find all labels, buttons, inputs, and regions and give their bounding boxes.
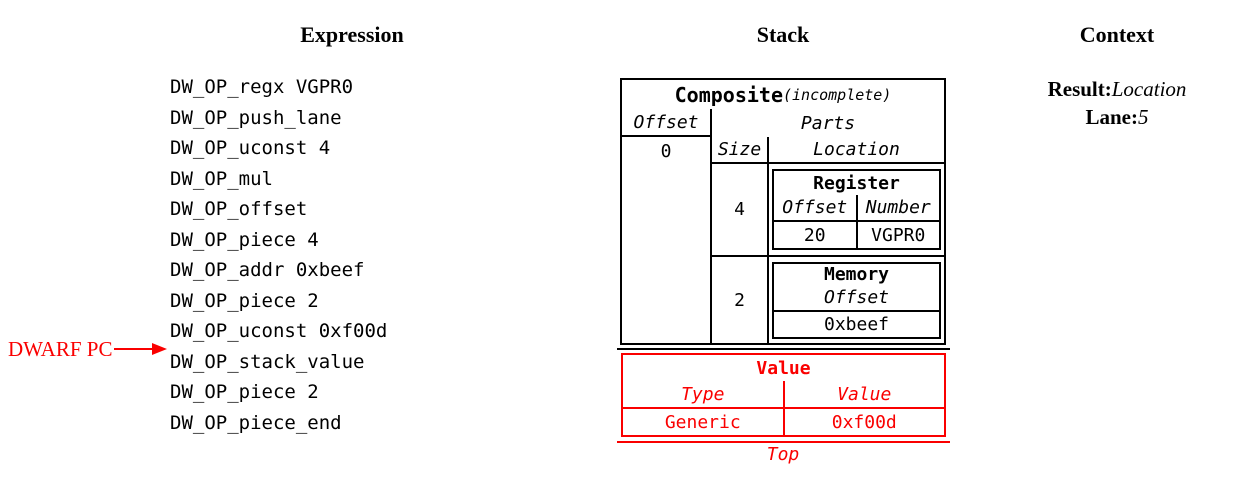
memory-location-table: Memory Offset 0xbeef — [772, 261, 941, 339]
value-entry-title: Value — [756, 357, 811, 379]
expression-op: DW_OP_addr 0xbeef — [170, 259, 365, 281]
value-value-value: 0xf00d — [831, 411, 897, 433]
register-number-header: Number — [865, 197, 931, 218]
parts-column-header: Parts — [800, 112, 856, 134]
expression-op: DW_OP_piece_end — [170, 411, 342, 434]
part-location-cell: Register Offset Number 20 VGPR0 — [769, 164, 944, 255]
part-size-value: 4 — [712, 164, 769, 255]
lane-value: 5 — [1138, 105, 1149, 129]
memory-offset-header: Offset — [823, 287, 890, 308]
expression-op: DW_OP_mul — [170, 167, 273, 190]
dwarf-pc-label: DWARF PC — [8, 337, 113, 361]
part-row-memory: 2 Memory Offset 0xbeef — [712, 257, 944, 343]
dwarf-pc-arrow-icon — [152, 343, 168, 355]
register-header-row: Offset Number — [774, 195, 939, 222]
stack-top-label: Top — [766, 444, 800, 465]
register-number-value: VGPR0 — [871, 224, 926, 246]
register-offset-header: Offset — [774, 195, 858, 220]
expression-op: DW_OP_offset — [170, 198, 308, 220]
expression-op: DW_OP_piece 4 — [170, 228, 319, 251]
value-entry-value-row: Generic 0xf00d — [623, 409, 944, 435]
offset-column: Offset 0 — [622, 109, 710, 343]
expression-column-header: Expression — [300, 22, 404, 47]
expression-op-list: DW_OP_regx VGPR0 DW_OP_push_lane DW_OP_u… — [170, 72, 387, 438]
composite-title-text: Composite — [674, 82, 783, 107]
memory-value-row: 0xbeef — [774, 312, 939, 337]
expression-op: DW_OP_regx VGPR0 — [170, 76, 354, 98]
offset-column-header: Offset — [622, 109, 710, 137]
part-size-value: 2 — [712, 257, 769, 343]
expression-op: DW_OP_stack_value — [170, 350, 365, 373]
composite-title: Composite(incomplete) — [622, 80, 944, 109]
stack-column-header: Stack — [756, 22, 810, 47]
dwarf-pc-annotation: DWARF PC — [8, 337, 168, 361]
value-type-header: Type — [623, 381, 785, 407]
expression-op: DW_OP_piece 2 — [170, 381, 319, 403]
part-row-register: 4 Register Offset Number 20 VGPR0 — [712, 164, 944, 257]
size-column-header: Size — [712, 137, 769, 162]
context-lane-line: Lane:5 — [967, 103, 1241, 131]
memory-title: Memory — [823, 264, 890, 285]
part-location-cell: Memory Offset 0xbeef — [769, 257, 944, 343]
context-panel: Result:Location Lane:5 — [967, 75, 1241, 131]
value-type-value: Generic — [623, 409, 785, 435]
register-location-table: Register Offset Number 20 VGPR0 — [772, 169, 941, 250]
result-value: Location — [1111, 77, 1187, 101]
lane-label: Lane: — [1085, 105, 1139, 129]
stack-top-separator — [617, 441, 950, 443]
expression-op: DW_OP_uconst 0xf00d — [170, 320, 388, 342]
register-offset-value: 20 — [774, 222, 858, 248]
context-result-line: Result:Location — [967, 75, 1241, 103]
value-value-header: Value — [837, 383, 892, 405]
value-stack-entry-table: Value Type Value Generic 0xf00d — [621, 353, 946, 437]
composite-qualifier: (incomplete) — [783, 85, 892, 104]
parts-subheader-row: Size Location — [712, 137, 944, 164]
expression-op: DW_OP_push_lane — [170, 106, 342, 129]
stack-entry-separator — [617, 348, 950, 350]
composite-body: Offset 0 Parts Size Location 4 Register … — [622, 109, 944, 343]
location-column-header: Location — [813, 139, 900, 160]
composite-location-table: Composite(incomplete) Offset 0 Parts Siz… — [620, 78, 946, 345]
value-entry-header-row: Type Value — [623, 381, 944, 409]
result-label: Result: — [1047, 77, 1112, 101]
register-title: Register — [813, 172, 900, 194]
memory-offset-value: 0xbeef — [823, 313, 890, 335]
expression-op: DW_OP_piece 2 — [170, 289, 319, 312]
expression-op: DW_OP_uconst 4 — [170, 137, 331, 159]
memory-header-row: Offset — [774, 286, 939, 312]
parts-column: Parts Size Location 4 Register Offset Nu… — [710, 109, 944, 343]
offset-value: 0 — [660, 141, 672, 162]
dwarf-pc-arrow-line — [114, 348, 153, 350]
context-column-header: Context — [1079, 22, 1155, 47]
register-value-row: 20 VGPR0 — [774, 222, 939, 248]
